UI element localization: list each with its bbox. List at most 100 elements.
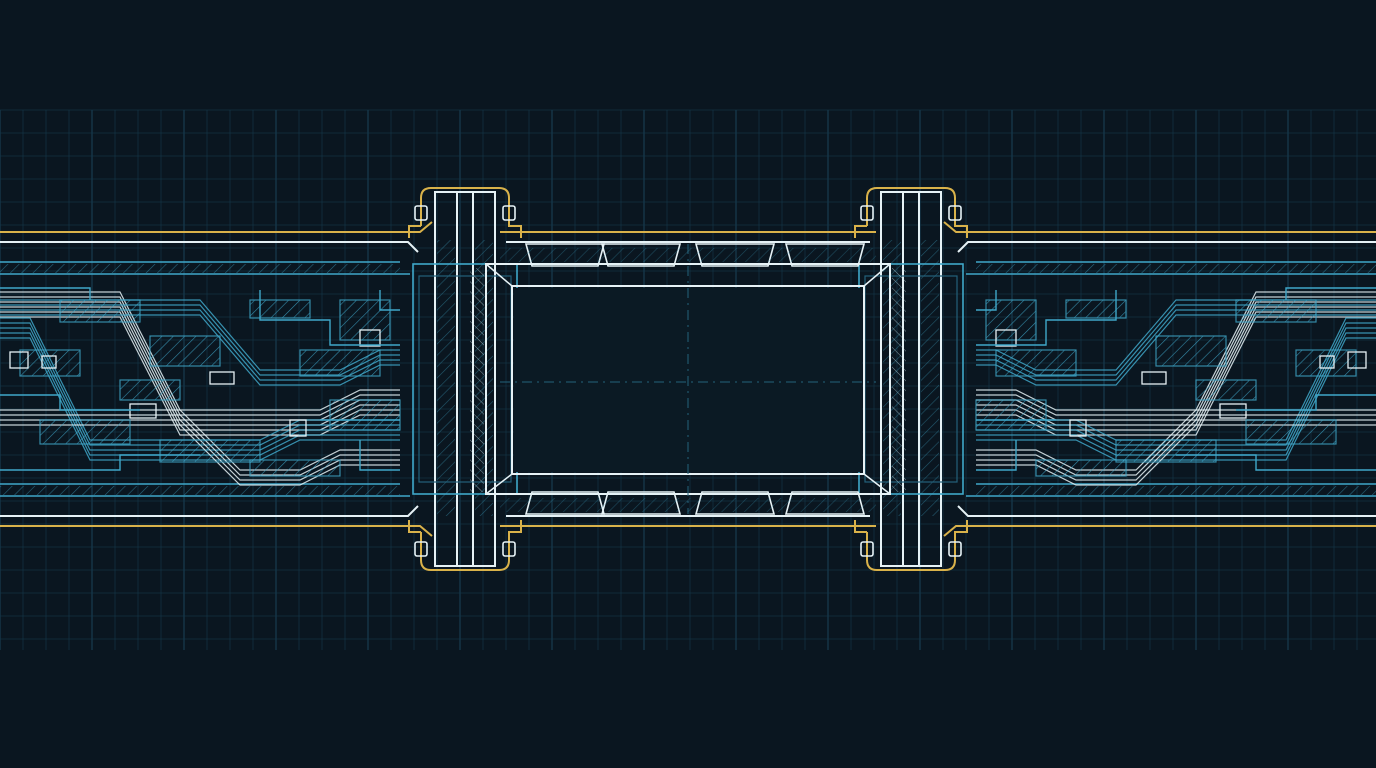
pipe-channel-line — [976, 309, 1376, 381]
pipe-hatched-block — [975, 399, 1047, 431]
pipe-channel-line — [976, 424, 1376, 486]
flange-bolt — [860, 541, 874, 557]
pipe-trace — [0, 454, 200, 471]
flange-hatch-right — [921, 240, 939, 516]
flange-bolt — [414, 205, 428, 221]
flange-bolt — [948, 205, 962, 221]
pipe-hatched-block — [1295, 349, 1357, 377]
pipe-hatched-block — [1035, 459, 1127, 477]
pipe-channel-line — [976, 314, 1376, 386]
pipe-hatched-block — [1235, 299, 1317, 323]
left-pipe-hatch-top — [0, 264, 400, 273]
pipe-hatched-block — [1065, 299, 1127, 319]
center-hatch-left — [470, 268, 484, 492]
pipe-component-box — [1069, 419, 1087, 437]
flange-hatch-left — [437, 240, 455, 516]
pipe-component-box — [1319, 355, 1335, 369]
pipe-trace — [976, 290, 997, 311]
flange-gold-bottom — [866, 520, 968, 571]
pipe-trace — [1285, 287, 1376, 300]
pipe-hatched-block — [995, 349, 1077, 377]
flange-bolt — [502, 205, 516, 221]
pipe-channel-line — [0, 424, 400, 486]
right-pipe-wall-top — [957, 241, 1376, 253]
flange-bolt — [414, 541, 428, 557]
flange-gold-bottom-left — [408, 520, 421, 533]
pipe-trace — [0, 394, 140, 411]
pipe-trace — [379, 290, 400, 311]
left-pipe-gold-bottom — [0, 525, 433, 537]
center-hatch-right — [892, 268, 906, 492]
center-hatch-bottom — [500, 498, 876, 512]
left-pipe-wall-bottom — [0, 505, 419, 517]
pipe-channel-line — [976, 291, 1376, 411]
pipe-hatched-block — [329, 399, 401, 431]
flange-bolt — [502, 541, 516, 557]
pipe-hatched-block — [59, 299, 141, 323]
flange-plate-outer — [434, 191, 496, 567]
flange-gold-top — [866, 187, 968, 238]
pipe-trace — [976, 440, 1017, 471]
pipe-trace — [1176, 454, 1376, 471]
pipe-hatched-block — [149, 335, 221, 367]
pipe-component-box — [1347, 351, 1367, 369]
pipe-trace — [259, 290, 400, 346]
pipe-channel-line — [0, 296, 400, 416]
flange-gold-top — [420, 187, 522, 238]
right-pipe-internals — [975, 287, 1376, 486]
pipe-hatched-block — [249, 299, 311, 319]
center-chamber-bevel-tl — [485, 263, 513, 287]
pipe-component-box — [129, 403, 157, 419]
flange-plate-outer — [880, 191, 942, 567]
pipe-hatched-block — [19, 349, 81, 377]
pipe-hatched-block — [39, 419, 131, 445]
pipe-component-box — [9, 351, 29, 369]
left-pipe-internals — [0, 287, 401, 486]
right-pipe-hatch-top — [976, 264, 1376, 273]
pipe-component-box — [359, 329, 381, 347]
right-pipe-gold-top — [943, 221, 1376, 233]
flange-bolt — [860, 205, 874, 221]
pipe-component-box — [209, 371, 235, 385]
pipe-hatched-block — [119, 379, 181, 401]
right-pipe — [943, 221, 1376, 537]
flange-gold-bottom-left — [854, 520, 867, 533]
pipe-hatched-block — [1195, 379, 1257, 401]
pipe-hatched-block — [1115, 439, 1217, 463]
left-pipe-wall-top — [0, 241, 419, 253]
pipe-component-box — [289, 419, 307, 437]
center-chamber-bevel-tr — [863, 263, 891, 287]
pipe-hatched-block — [339, 299, 391, 341]
flange-bolt — [948, 541, 962, 557]
pipe-channel-line — [0, 291, 400, 411]
right-pipe-wall-bottom — [957, 505, 1376, 517]
center-hatch-top — [500, 248, 876, 262]
pipe-trace — [0, 287, 91, 300]
pipe-channel-line — [976, 419, 1376, 481]
flange-gold-top-left — [408, 225, 421, 238]
center-body — [470, 231, 906, 527]
flange-gold-bottom — [420, 520, 522, 571]
pipe-component-box — [1219, 403, 1247, 419]
right-pipe-gold-bottom — [943, 525, 1376, 537]
pipe-channel-line — [0, 309, 400, 381]
pipe-hatched-block — [249, 459, 341, 477]
pipe-channel-line — [976, 296, 1376, 416]
left-pipe-hatch-bottom — [0, 486, 400, 495]
pipe-trace — [359, 440, 400, 471]
pipe-hatched-block — [1245, 419, 1337, 445]
left-pipe — [0, 221, 433, 537]
center-chamber-bevel-bl — [485, 473, 513, 495]
pipe-component-box — [41, 355, 57, 369]
center-chamber-bevel-br — [863, 473, 891, 495]
pipe-trace — [976, 290, 1117, 346]
pipe-component-box — [1141, 371, 1167, 385]
pipe-hatched-block — [159, 439, 261, 463]
right-pipe-hatch-bottom — [976, 486, 1376, 495]
pipe-component-box — [995, 329, 1017, 347]
pipe-channel-line — [0, 314, 400, 386]
pipe-hatched-block — [985, 299, 1037, 341]
pipe-channel-line — [0, 419, 400, 481]
